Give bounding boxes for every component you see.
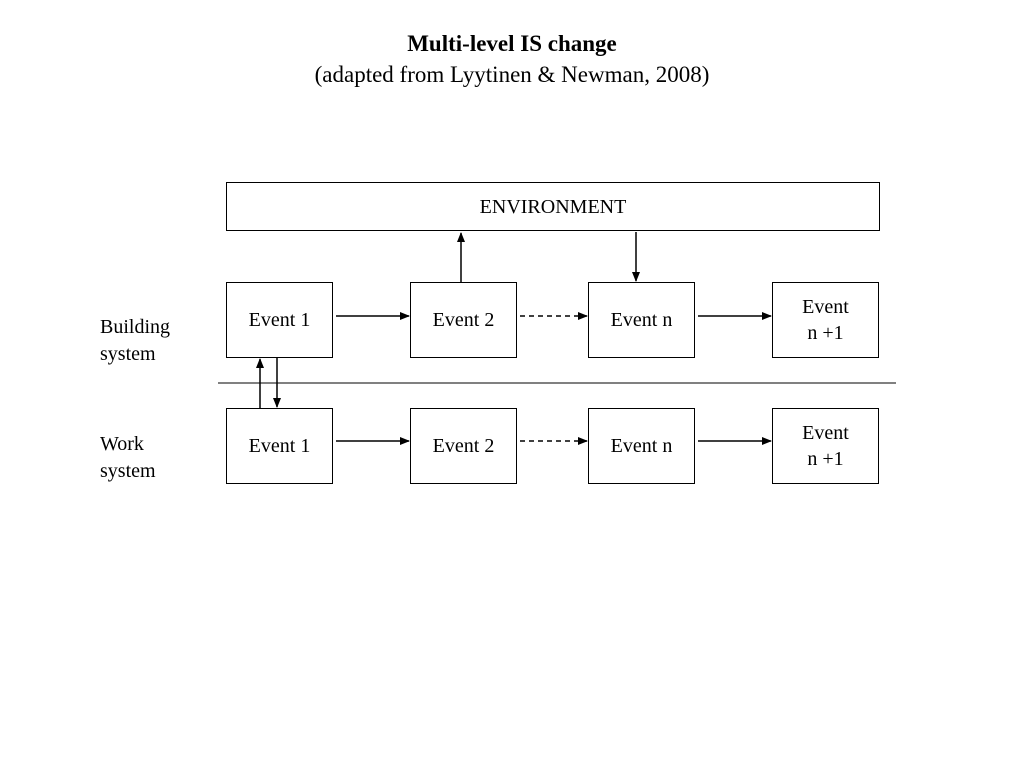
building-event-n-plus-1-line1: Event <box>802 296 849 318</box>
work-event-n: Event n <box>588 408 695 484</box>
work-system-label: Work system <box>100 431 156 485</box>
work-event-n-plus-1: Event n +1 <box>772 408 879 484</box>
building-event-n-plus-1-line2: n +1 <box>807 322 844 344</box>
building-event-n: Event n <box>588 282 695 358</box>
building-event-2: Event 2 <box>410 282 517 358</box>
building-event-n-plus-1-label: Event n +1 <box>802 294 849 346</box>
environment-label: ENVIRONMENT <box>479 195 627 218</box>
work-event-n-label: Event n <box>610 435 673 457</box>
building-system-label: Building system <box>100 314 170 368</box>
work-event-2-label: Event 2 <box>432 435 495 457</box>
building-event-n-plus-1: Event n +1 <box>772 282 879 358</box>
work-system-label-line1: Work <box>100 433 144 455</box>
building-event-1: Event 1 <box>226 282 333 358</box>
work-event-2: Event 2 <box>410 408 517 484</box>
building-event-n-label: Event n <box>610 309 673 331</box>
diagram-title: Multi-level IS change <box>407 31 617 56</box>
building-system-label-line2: system <box>100 343 156 365</box>
work-event-1-label: Event 1 <box>248 435 311 457</box>
work-event-n-plus-1-label: Event n +1 <box>802 420 849 472</box>
building-event-2-label: Event 2 <box>432 309 495 331</box>
environment-box: ENVIRONMENT <box>226 182 880 231</box>
work-system-label-line2: system <box>100 460 156 482</box>
diagram-subtitle: (adapted from Lyytinen & Newman, 2008) <box>314 62 710 87</box>
work-event-1: Event 1 <box>226 408 333 484</box>
building-event-1-label: Event 1 <box>248 309 311 331</box>
building-system-label-line1: Building <box>100 316 171 338</box>
work-event-n-plus-1-line1: Event <box>802 422 849 444</box>
work-event-n-plus-1-line2: n +1 <box>807 448 844 470</box>
